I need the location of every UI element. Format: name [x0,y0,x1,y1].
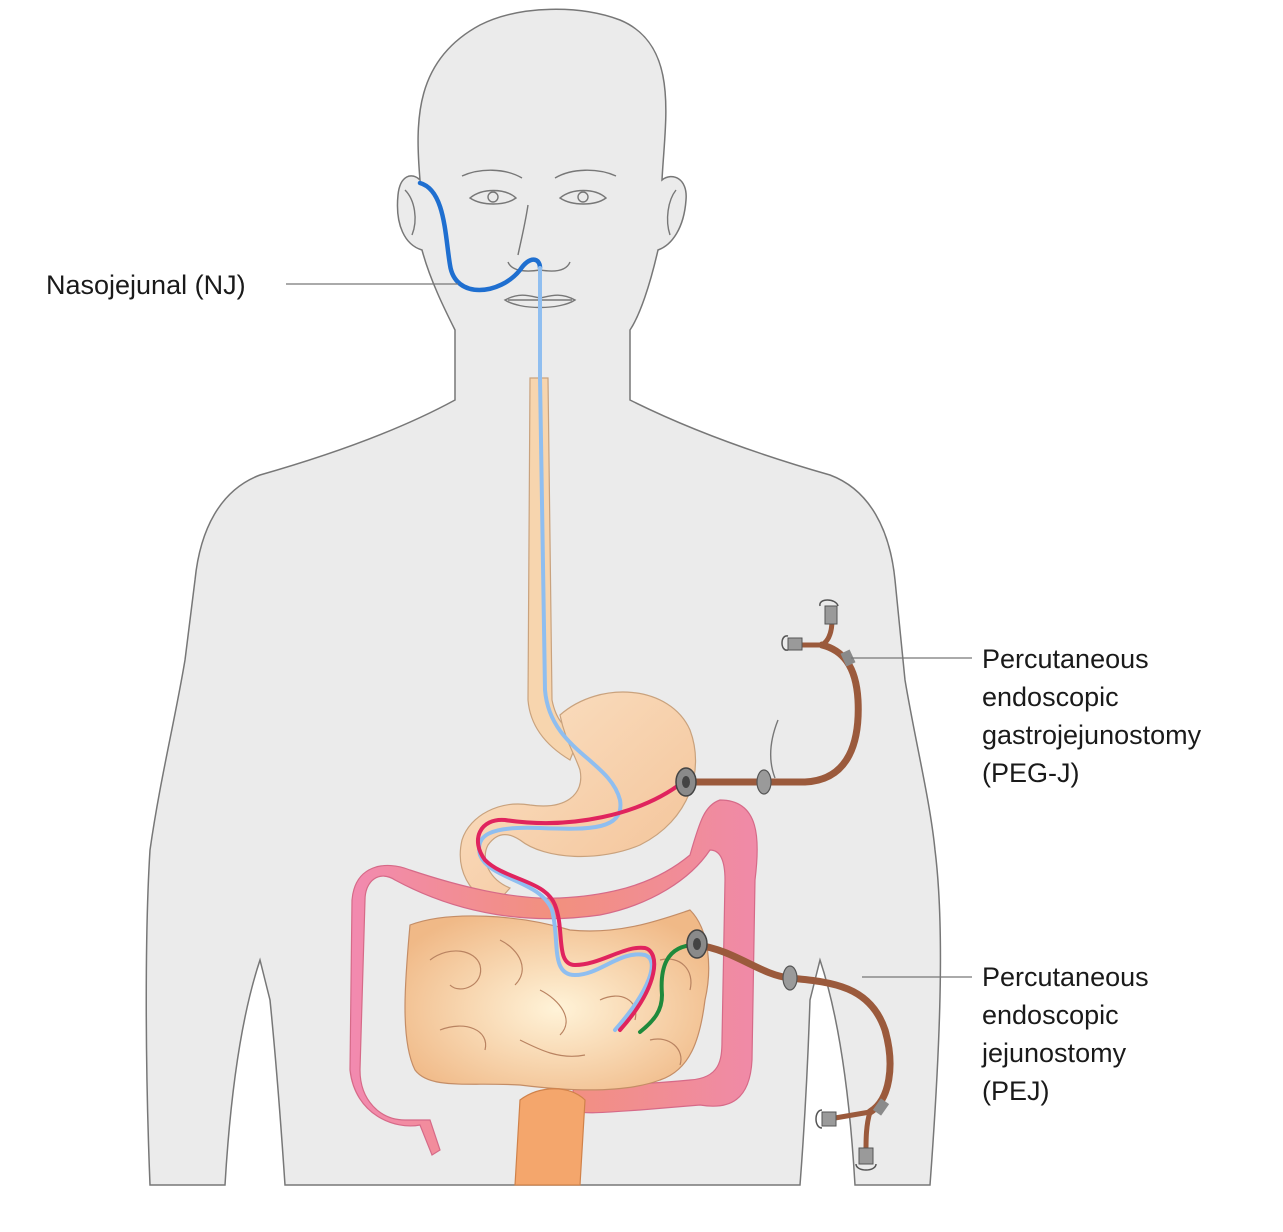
label-pegj-line2: endoscopic [982,682,1119,712]
pej-connectors [815,1098,890,1171]
nj-tube-internal [477,266,654,1032]
label-peg-j: Percutaneous endoscopic gastrojejunostom… [982,640,1201,792]
rectum [514,1088,586,1186]
pej-tube-external [693,941,894,1116]
label-pegj-line3: gastrojejunostomy [982,720,1202,750]
label-nasojejunal: Nasojejunal (NJ) [46,266,246,304]
label-pej-line1: Percutaneous [982,962,1149,992]
pegj-tube-internal [475,780,685,1032]
intestine-folds [429,939,692,1066]
label-pej-line4: (PEJ) [982,1076,1050,1106]
pegj-connectors [781,599,856,667]
label-pej: Percutaneous endoscopic jejunostomy (PEJ… [982,958,1149,1110]
label-nj-line1: Nasojejunal (NJ) [46,270,246,300]
pej-stoma [686,929,798,991]
pej-tube-branch-down [863,1111,873,1151]
label-pej-line3: jejunostomy [982,1038,1127,1068]
label-pegj-line4: (PEG-J) [982,758,1080,788]
pej-tube-branch-left [834,1109,871,1121]
pej-tube-internal [638,943,698,1034]
label-pegj-line1: Percutaneous [982,644,1149,674]
colon [349,799,758,1156]
label-pej-line2: endoscopic [982,1000,1119,1030]
pegj-stoma [675,767,772,797]
nj-tube-external [417,180,543,293]
stomach [459,691,697,906]
